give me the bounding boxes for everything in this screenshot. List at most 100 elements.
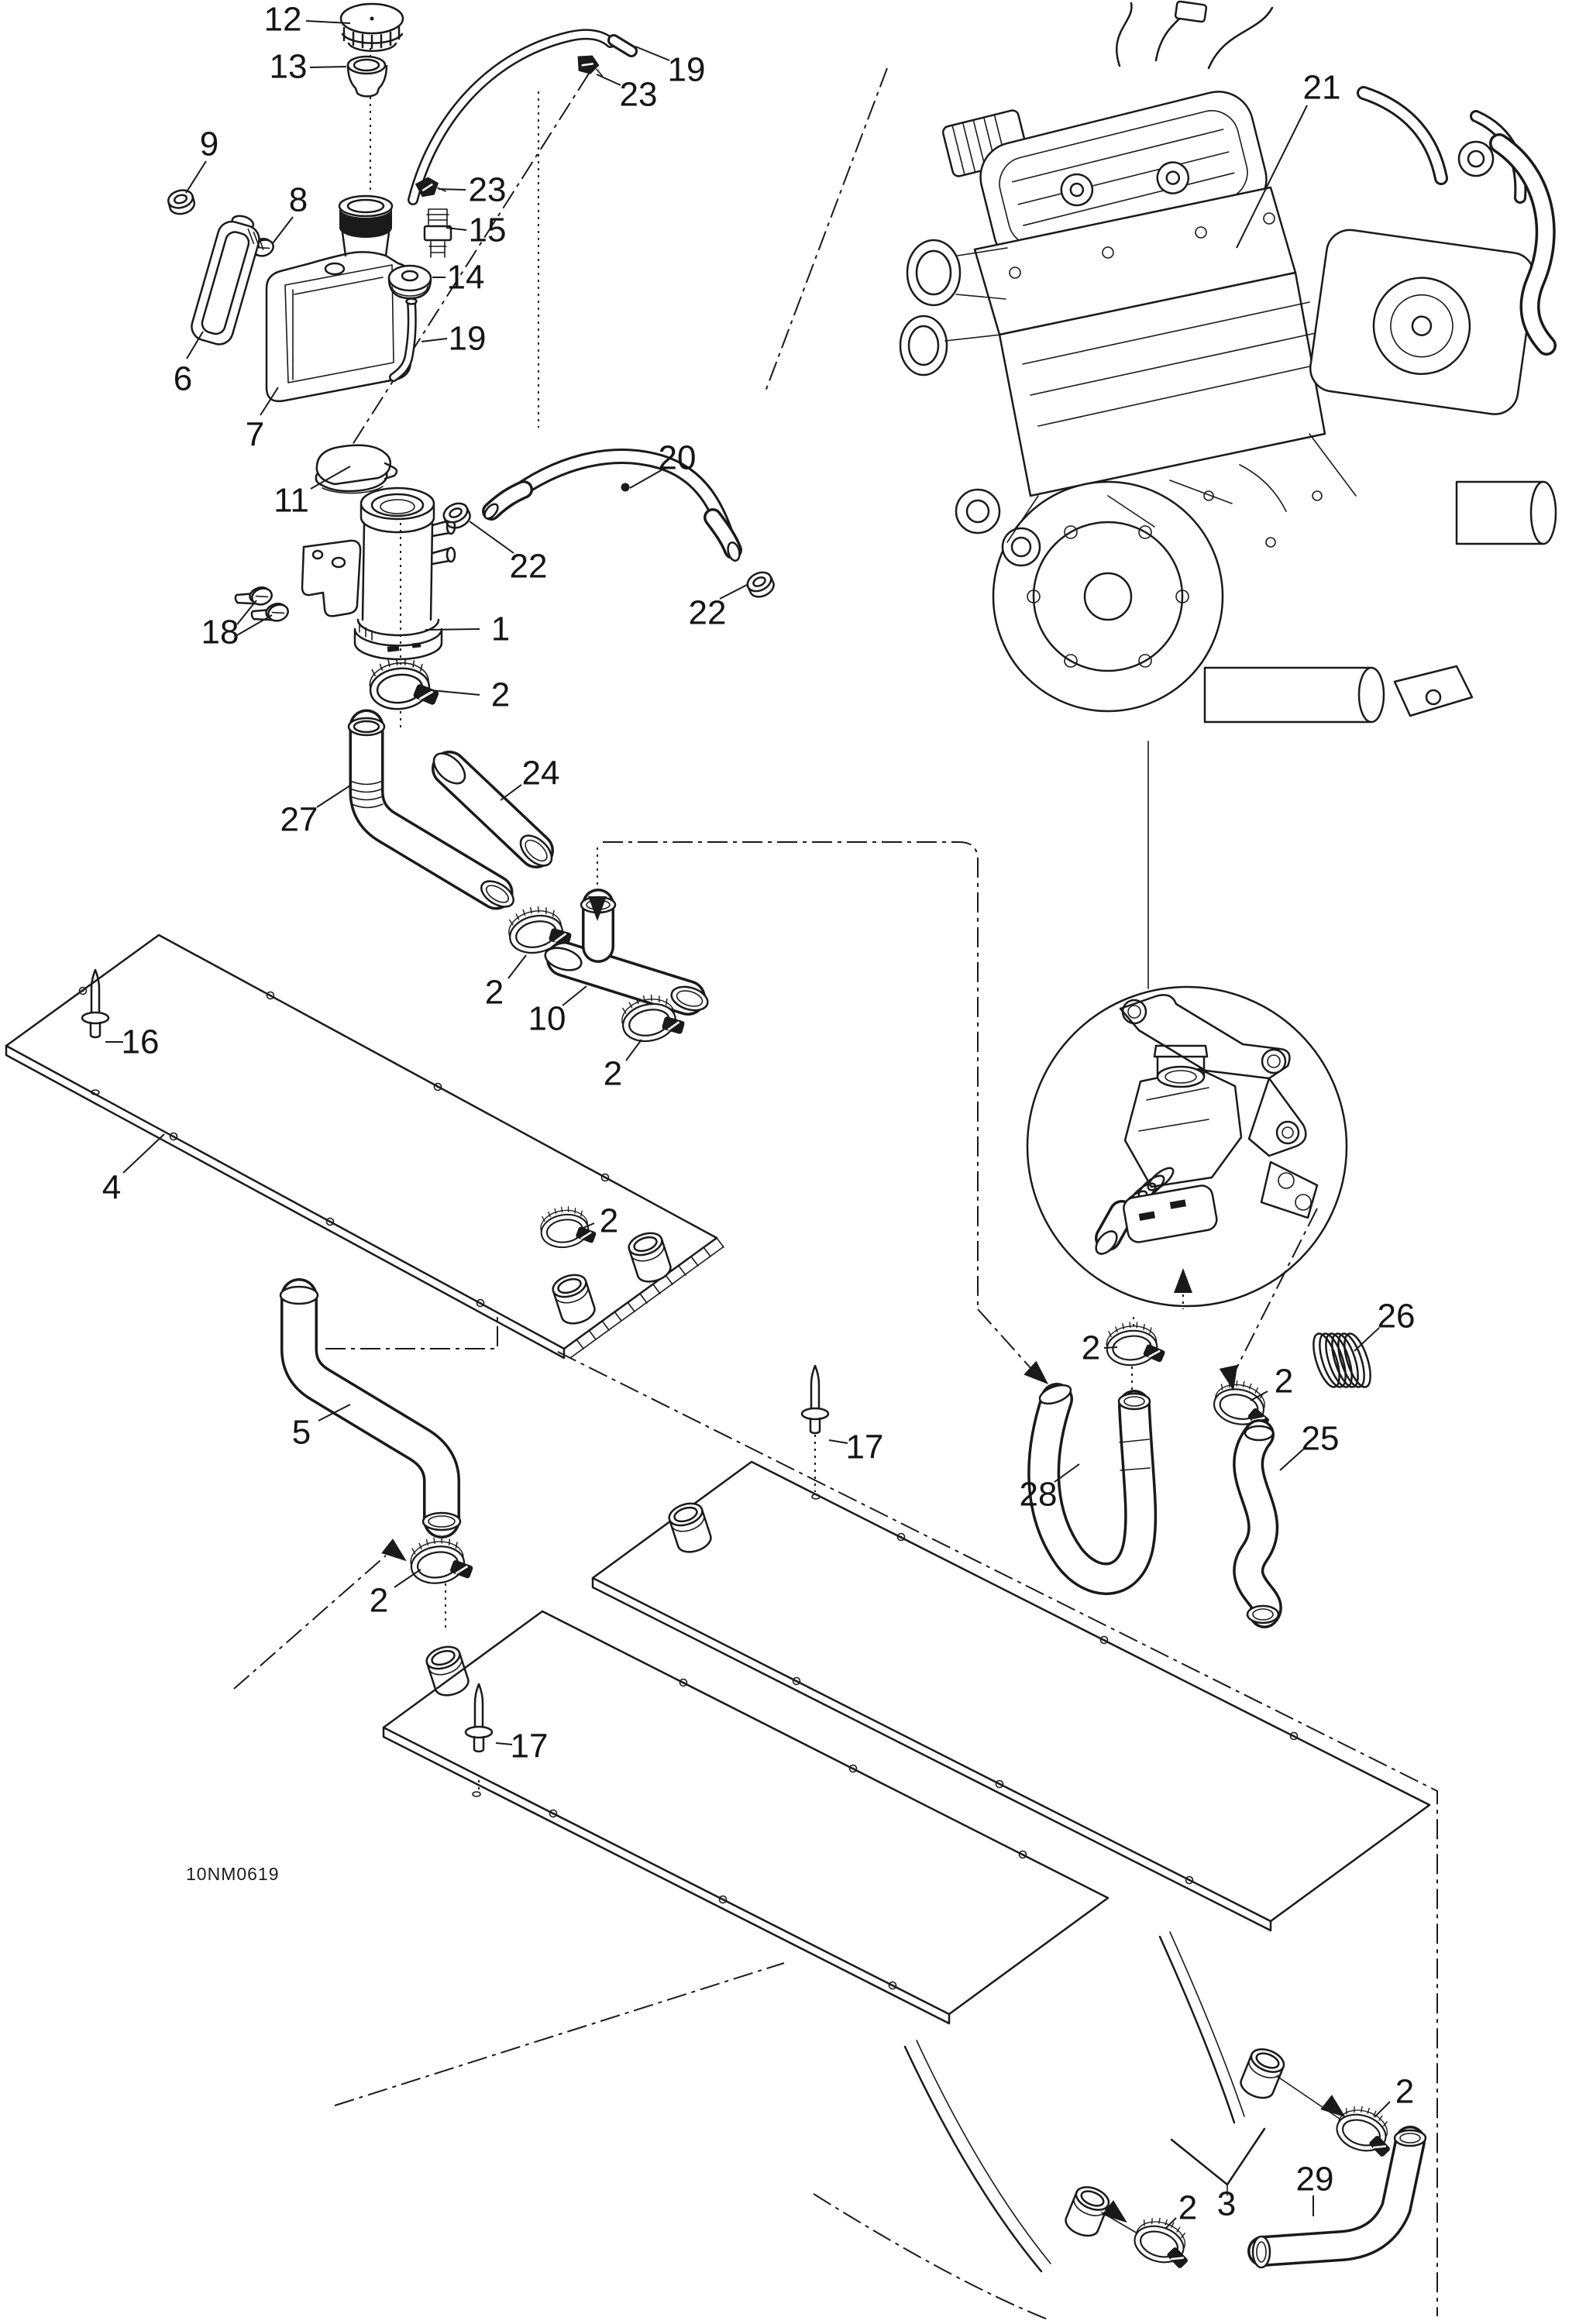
part-callout-26-36: 26	[1378, 1298, 1416, 1336]
callout-leader-line	[236, 614, 273, 636]
part-callout-6-10: 6	[174, 360, 192, 398]
part-hose-28	[1027, 1383, 1158, 1595]
part-callout-11-12: 11	[274, 482, 309, 520]
callout-leader-line	[719, 583, 749, 600]
part-callout-1-14: 1	[491, 610, 510, 648]
hose-clamp-2-pump	[1103, 1318, 1168, 1369]
callout-leader-line	[635, 46, 670, 61]
part-callout-10-23: 10	[528, 1000, 566, 1038]
callout-leader-line	[500, 784, 522, 801]
part-callout-2-32: 2	[1082, 1329, 1100, 1367]
part-callout-21-19: 21	[1303, 69, 1341, 107]
figure-code-label: 10NM0619	[186, 1864, 280, 1884]
callout-leader-line	[186, 331, 204, 359]
callout-leader-line	[1374, 2101, 1391, 2118]
callout-leader-line	[394, 1569, 421, 1588]
part-heat-exchanger-plate-right	[591, 1460, 1431, 1932]
part-callout-29-39: 29	[1296, 2161, 1334, 2199]
rivet-17-icon	[800, 1364, 830, 1435]
callout-leader-line	[316, 785, 351, 808]
part-tee-fitting-10	[544, 889, 709, 1016]
part-callout-8-5: 8	[289, 181, 308, 219]
part-filler-cap-11	[315, 444, 398, 494]
callout-leader-line	[438, 188, 466, 191]
part-callout-7-11: 7	[246, 416, 264, 454]
part-callout-15-7: 15	[469, 211, 507, 249]
part-callout-17-31: 17	[511, 1728, 549, 1765]
plate3-pipe-stub-a	[1236, 2044, 1288, 2103]
part-callout-3-38: 3	[1217, 2185, 1236, 2223]
part-heat-exchanger-plate-3	[903, 1931, 1266, 2273]
part-callout-13-1: 13	[270, 48, 308, 86]
part-nut-9	[165, 186, 198, 218]
part-callout-2-27: 2	[600, 1202, 618, 1240]
callout-leader-line	[625, 1039, 642, 1061]
hose-clamp-2-bottom-right	[1331, 2099, 1402, 2161]
callout-leader-line	[469, 521, 514, 554]
callout-leader-line	[507, 954, 527, 979]
part-fitting-nut-22b	[743, 568, 778, 602]
callout-leader-line	[629, 468, 665, 489]
callout-leader-line	[1054, 1463, 1080, 1483]
callout-leader-line	[421, 338, 448, 342]
part-callout-19-2: 19	[668, 51, 706, 89]
hose-clamp-2-tank	[366, 653, 442, 713]
part-spring-sleeve-26	[1312, 1332, 1371, 1388]
part-callout-20-16: 20	[659, 439, 697, 477]
part-callout-27-20: 27	[280, 801, 318, 839]
part-callout-23-3: 23	[620, 76, 658, 114]
part-callout-5-28: 5	[292, 1414, 311, 1452]
part-callout-22-18: 22	[689, 594, 727, 632]
part-callout-17-30: 17	[846, 1428, 884, 1466]
part-fitting-15	[423, 208, 452, 258]
part-callout-14-8: 14	[447, 259, 485, 297]
part-elbow-27	[347, 709, 514, 910]
part-callout-12-0: 12	[264, 1, 302, 39]
part-callout-19-9: 19	[449, 320, 487, 358]
part-callout-18-13: 18	[201, 614, 239, 651]
callout-leader-line	[495, 1742, 513, 1745]
callout-leader-line	[1279, 1449, 1304, 1471]
callout-leader-line	[122, 1133, 165, 1174]
part-callout-2-29: 2	[370, 1582, 388, 1620]
part-callout-2-15: 2	[491, 676, 510, 714]
part-cap-insert-13	[346, 55, 388, 98]
hose-clip-23-icon	[573, 50, 608, 78]
callout-leader-line	[1236, 105, 1308, 249]
callout-leader-line	[583, 1222, 595, 1229]
callout-leader-line	[425, 628, 480, 631]
part-callout-2-37: 2	[1395, 2073, 1414, 2111]
part-callout-2-24: 2	[604, 1055, 622, 1093]
part-hose-24	[432, 751, 554, 868]
part-hose-29	[1247, 2126, 1427, 2269]
part-callout-28-33: 28	[1020, 1476, 1058, 1514]
callout-leader-line	[596, 74, 621, 86]
part-hose-25	[1233, 1419, 1282, 1628]
water-pump-detail-view	[1026, 985, 1348, 1308]
part-heat-exchanger-plate-4	[5, 933, 724, 1360]
callout-leader-line	[1354, 1327, 1380, 1352]
part-callout-4-26: 4	[102, 1169, 121, 1207]
part-tube-19	[389, 297, 418, 382]
callout-leader-line	[828, 1439, 848, 1444]
callout-leader-line	[236, 600, 257, 625]
callout-leader-line	[562, 985, 587, 1006]
callout-leader-line	[430, 689, 480, 696]
direction-arrow-icon	[1174, 1268, 1192, 1293]
part-engine-assembly-21	[899, 0, 1557, 724]
direction-arrow-icon	[381, 1538, 413, 1569]
part-vent-hose-19	[408, 29, 638, 205]
part-callout-23-6: 23	[469, 171, 507, 209]
callout-leader-line	[318, 1404, 351, 1422]
callout-leader-line	[305, 20, 351, 24]
callout-leader-line	[446, 227, 467, 231]
part-fitting-nut-22a	[439, 499, 474, 533]
part-callout-22-17: 22	[510, 548, 548, 586]
callout-leader-line	[272, 216, 294, 244]
part-callout-16-25: 16	[122, 1023, 160, 1061]
part-callout-25-35: 25	[1302, 1420, 1340, 1458]
hose-clamp-2-hose5	[406, 1532, 476, 1588]
